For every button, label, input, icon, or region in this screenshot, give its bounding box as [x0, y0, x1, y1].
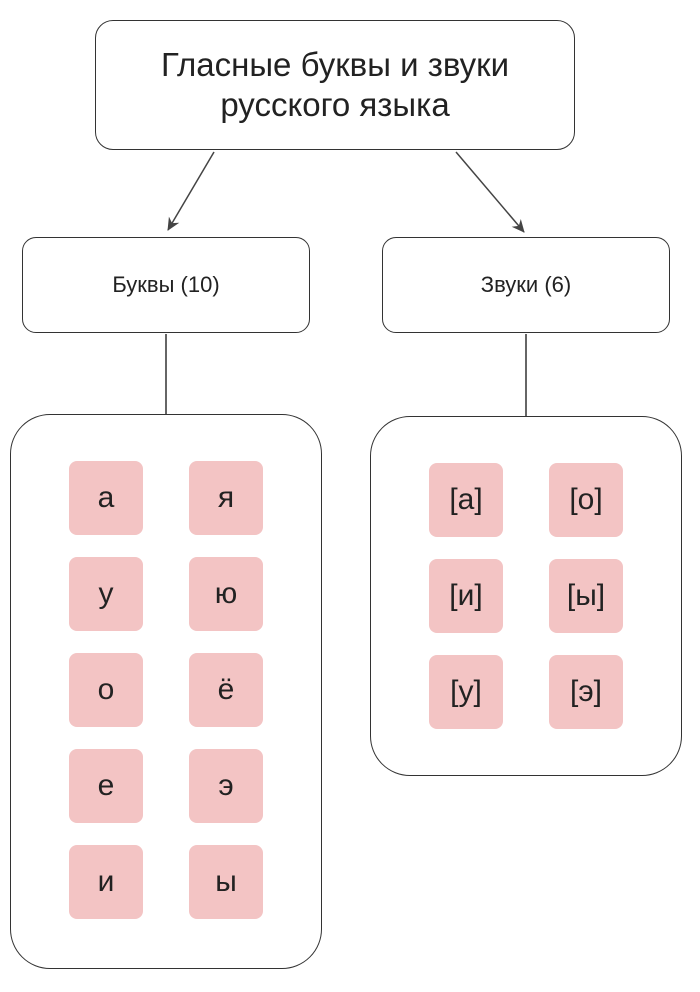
letter-tile: а: [69, 461, 143, 535]
letters-grid: а я у ю о ё е э и ы: [69, 461, 263, 919]
letters-group: а я у ю о ё е э и ы: [10, 414, 322, 969]
letter-tile: ё: [189, 653, 263, 727]
sounds-group: [а] [о] [и] [ы] [у] [э]: [370, 416, 682, 776]
letter-tile: я: [189, 461, 263, 535]
diagram-title: Гласные буквы и звуки русского языка: [160, 46, 510, 123]
letter-tile: ы: [189, 845, 263, 919]
letter-tile: ю: [189, 557, 263, 631]
letter-tile: у: [69, 557, 143, 631]
letters-category-node: Буквы (10): [22, 237, 310, 333]
sound-tile: [а]: [429, 463, 503, 537]
letter-tile: е: [69, 749, 143, 823]
letter-tile: и: [69, 845, 143, 919]
sound-tile: [и]: [429, 559, 503, 633]
title-node: Гласные буквы и звуки русского языка: [95, 20, 575, 150]
sound-tile: [ы]: [549, 559, 623, 633]
letters-category-label: Буквы (10): [112, 272, 220, 297]
sound-tile: [у]: [429, 655, 503, 729]
sounds-category-node: Звуки (6): [382, 237, 670, 333]
sounds-grid: [а] [о] [и] [ы] [у] [э]: [429, 463, 623, 729]
arrow-to-sounds: [455, 151, 525, 233]
letter-tile: э: [189, 749, 263, 823]
sound-tile: [э]: [549, 655, 623, 729]
sounds-category-label: Звуки (6): [480, 272, 572, 297]
arrow-to-letters: [167, 151, 215, 231]
letter-tile: о: [69, 653, 143, 727]
sound-tile: [о]: [549, 463, 623, 537]
